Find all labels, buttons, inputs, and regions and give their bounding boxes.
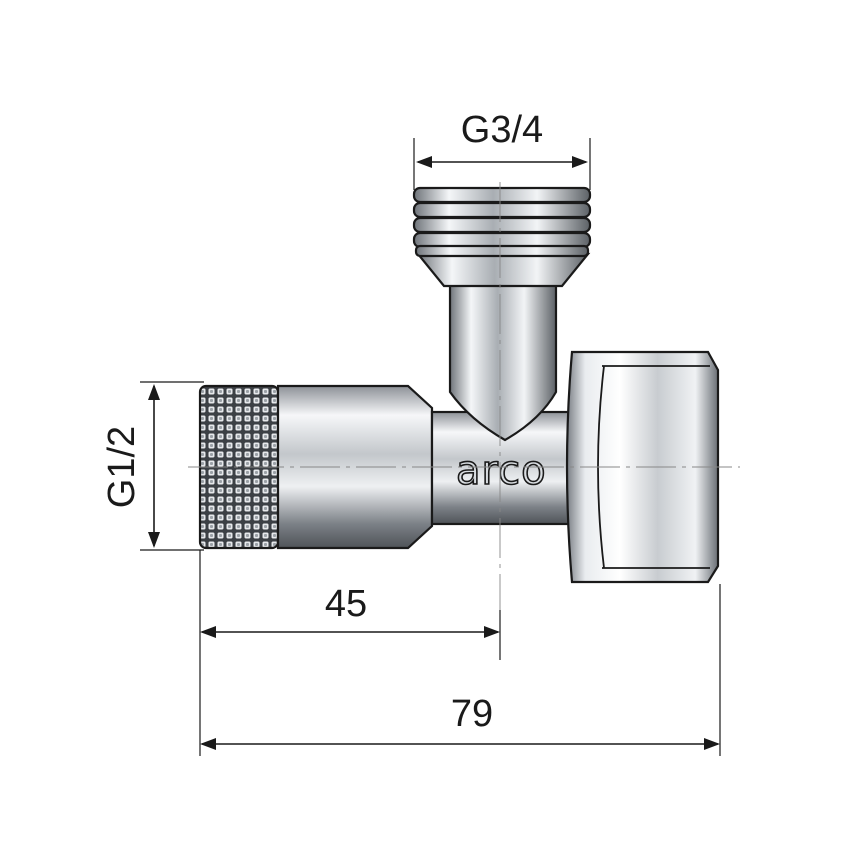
valve-outlet (412, 186, 592, 442)
outlet-stem (448, 282, 558, 442)
extension-lines (140, 138, 721, 756)
outlet-collar (415, 252, 591, 288)
dimension-79: 79 (200, 693, 720, 750)
dimension-label-79: 79 (451, 693, 493, 735)
outlet-thread (412, 186, 592, 258)
dimension-label-g12: G1/2 (101, 426, 143, 508)
center-lines (188, 182, 740, 610)
dimension-45: 45 (200, 583, 500, 638)
valve-inlet-body (198, 384, 574, 550)
dimension-g12: G1/2 (101, 384, 160, 548)
dimension-label-g34: G3/4 (461, 109, 543, 151)
inlet-body (276, 384, 434, 550)
dimension-g34: G3/4 (416, 109, 588, 168)
dimension-label-45: 45 (325, 583, 367, 625)
brand-text: arco (456, 448, 547, 494)
